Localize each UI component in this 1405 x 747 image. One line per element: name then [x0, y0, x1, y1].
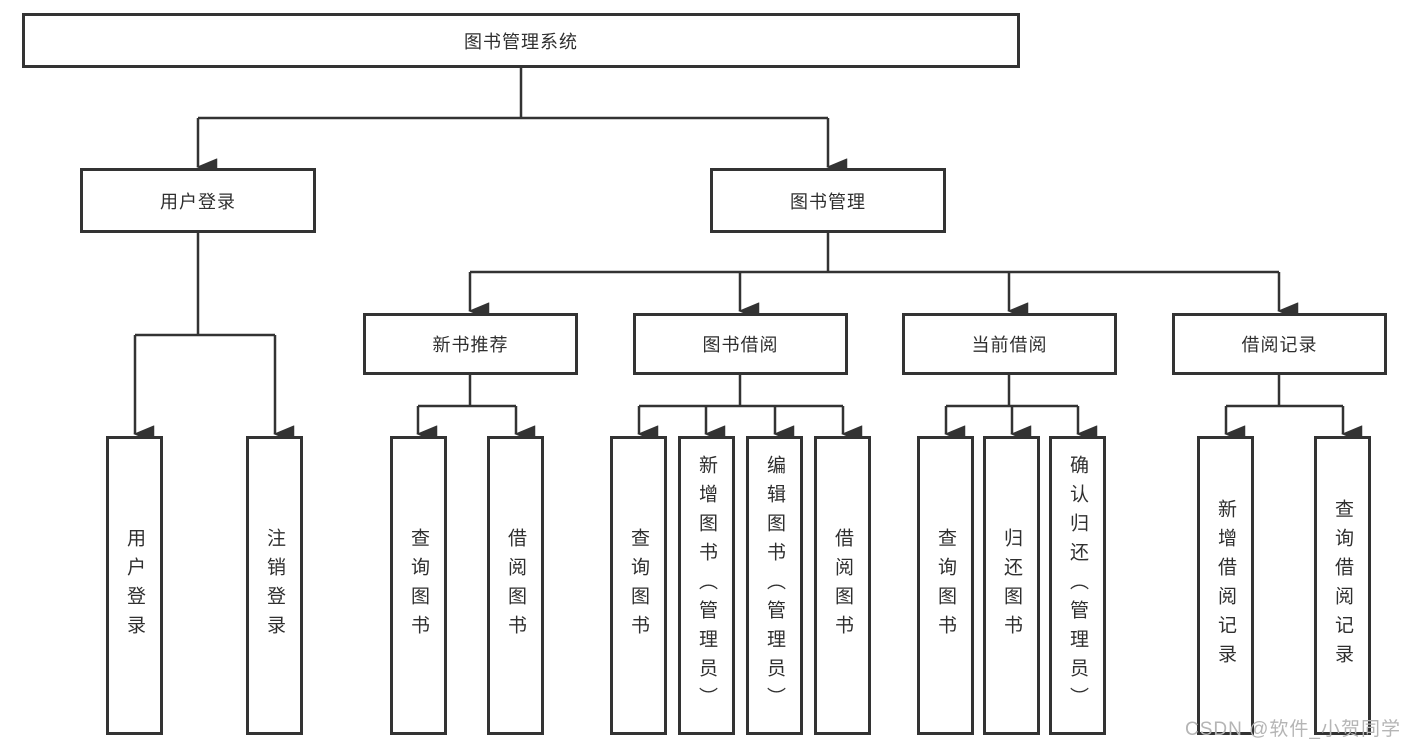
node-user-login: 用户登录 [80, 168, 316, 233]
node-label: 新增图书（管理员） [696, 455, 717, 716]
leaf-borrow-books-1: 借阅图书 [487, 436, 544, 735]
leaf-edit-books-admin: 编辑图书（管理员） [746, 436, 803, 735]
connector-user-login-to-leaves [133, 233, 295, 443]
node-book-management: 图书管理 [710, 168, 946, 233]
node-label: 注销登录 [264, 527, 285, 644]
node-borrow-records: 借阅记录 [1172, 313, 1387, 375]
leaf-add-borrow-record: 新增借阅记录 [1197, 436, 1254, 735]
node-label: 归还图书 [1001, 527, 1022, 644]
node-label: 图书管理系统 [464, 31, 578, 52]
node-label: 借阅图书 [832, 527, 853, 644]
leaf-confirm-return-admin: 确认归还（管理员） [1049, 436, 1106, 735]
node-label: 图书借阅 [702, 335, 779, 355]
connector-root-to-level2 [196, 67, 848, 176]
node-label: 新书推荐 [432, 335, 509, 355]
leaf-return-books: 归还图书 [983, 436, 1040, 735]
node-label: 图书管理 [790, 191, 866, 212]
leaf-query-books-2: 查询图书 [610, 436, 667, 735]
node-new-book-recommend: 新书推荐 [363, 313, 578, 375]
node-label: 借阅图书 [505, 527, 526, 644]
node-label: 用户登录 [124, 527, 145, 644]
leaf-borrow-books-2: 借阅图书 [814, 436, 871, 735]
leaf-add-books-admin: 新增图书（管理员） [678, 436, 735, 735]
connector-current-borrow-to-leaves [944, 375, 1098, 443]
node-label: 编辑图书（管理员） [764, 455, 785, 716]
node-label: 当前借阅 [971, 335, 1048, 355]
leaf-user-login: 用户登录 [106, 436, 163, 735]
node-label: 查询借阅记录 [1332, 498, 1353, 673]
csdn-watermark: CSDN @软件_小贺同学 [1185, 719, 1401, 740]
leaf-query-borrow-record: 查询借阅记录 [1314, 436, 1371, 735]
leaf-query-books-1: 查询图书 [390, 436, 447, 735]
connector-book-borrow-to-leaves [637, 375, 863, 443]
node-label: 借阅记录 [1241, 335, 1318, 355]
connector-borrow-records-to-leaves [1224, 375, 1363, 443]
node-label: 新增借阅记录 [1215, 498, 1236, 673]
node-book-borrow: 图书借阅 [633, 313, 848, 375]
node-current-borrow: 当前借阅 [902, 313, 1117, 375]
node-label: 确认归还（管理员） [1067, 455, 1088, 716]
connector-book-management-to-level3 [468, 233, 1299, 320]
connector-new-books-to-leaves [416, 375, 536, 443]
node-label: 查询图书 [935, 527, 956, 644]
node-label: 用户登录 [160, 191, 236, 212]
node-label: 查询图书 [628, 527, 649, 644]
leaf-query-books-3: 查询图书 [917, 436, 974, 735]
leaf-logout: 注销登录 [246, 436, 303, 735]
node-library-management-system: 图书管理系统 [22, 13, 1020, 68]
node-label: 查询图书 [408, 527, 429, 644]
